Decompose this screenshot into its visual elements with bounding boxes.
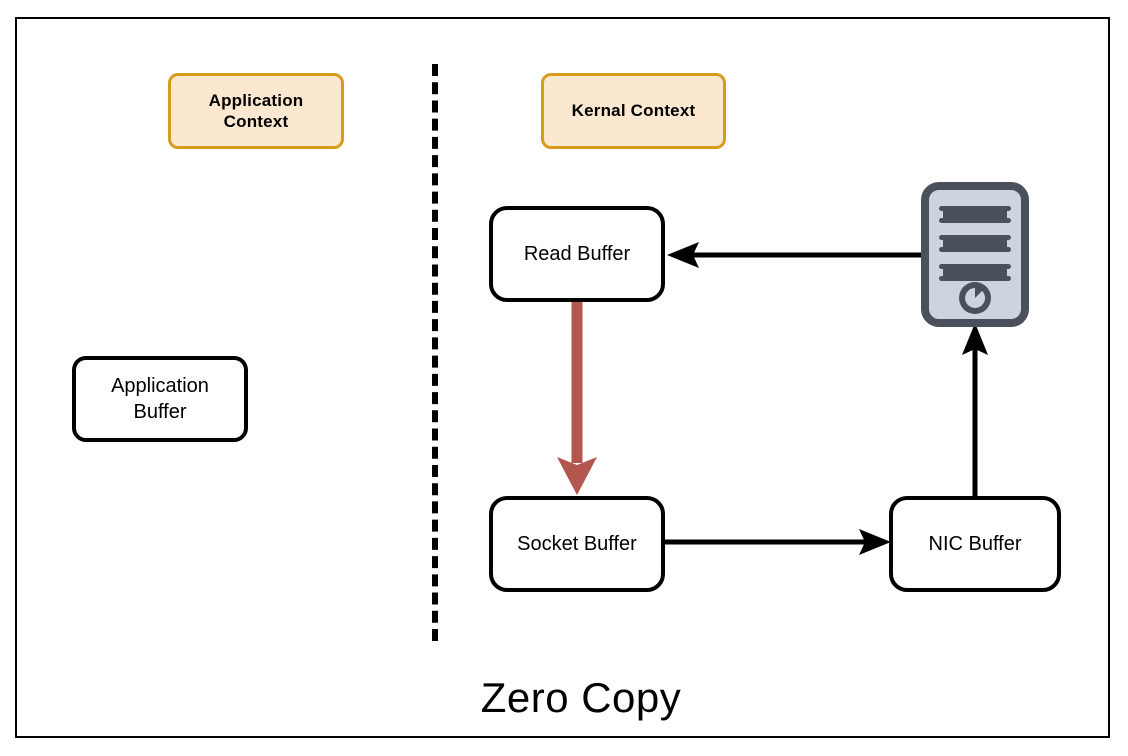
application-buffer-label-line1: Application xyxy=(111,375,209,397)
nic-buffer-box: NIC Buffer xyxy=(889,496,1061,592)
application-context-label: Application Context xyxy=(209,90,304,133)
socket-to-nic-buffer-arrow xyxy=(663,529,891,555)
application-buffer-box: Application Buffer xyxy=(72,356,248,442)
kernal-context-label: Kernal Context xyxy=(571,101,696,121)
server-icon xyxy=(921,182,1029,327)
read-to-socket-buffer-arrow xyxy=(557,295,597,495)
read-buffer-box: Read Buffer xyxy=(489,206,665,302)
diagram-frame: Application Context Kernal Context Appli… xyxy=(15,17,1110,738)
application-buffer-label-line2: Buffer xyxy=(133,401,187,423)
server-icon-drive-slots xyxy=(939,206,1011,281)
diagram-title: Zero Copy xyxy=(480,674,682,721)
server-icon-power-glyph xyxy=(959,282,991,314)
kernal-context-box: Kernal Context xyxy=(541,73,726,149)
nic-buffer-to-server-arrow xyxy=(962,323,988,501)
socket-buffer-box: Socket Buffer xyxy=(489,496,665,592)
application-context-label-line1: Application xyxy=(208,90,304,110)
nic-buffer-label: NIC Buffer xyxy=(928,533,1022,555)
application-context-box: Application Context xyxy=(168,73,344,149)
read-buffer-label: Read Buffer xyxy=(523,243,631,265)
application-buffer-label: Application Buffer xyxy=(111,373,209,425)
context-divider xyxy=(432,64,438,641)
server-to-read-buffer-arrow xyxy=(667,242,933,268)
application-context-label-line2: Context xyxy=(223,112,289,131)
socket-buffer-label: Socket Buffer xyxy=(517,533,637,555)
